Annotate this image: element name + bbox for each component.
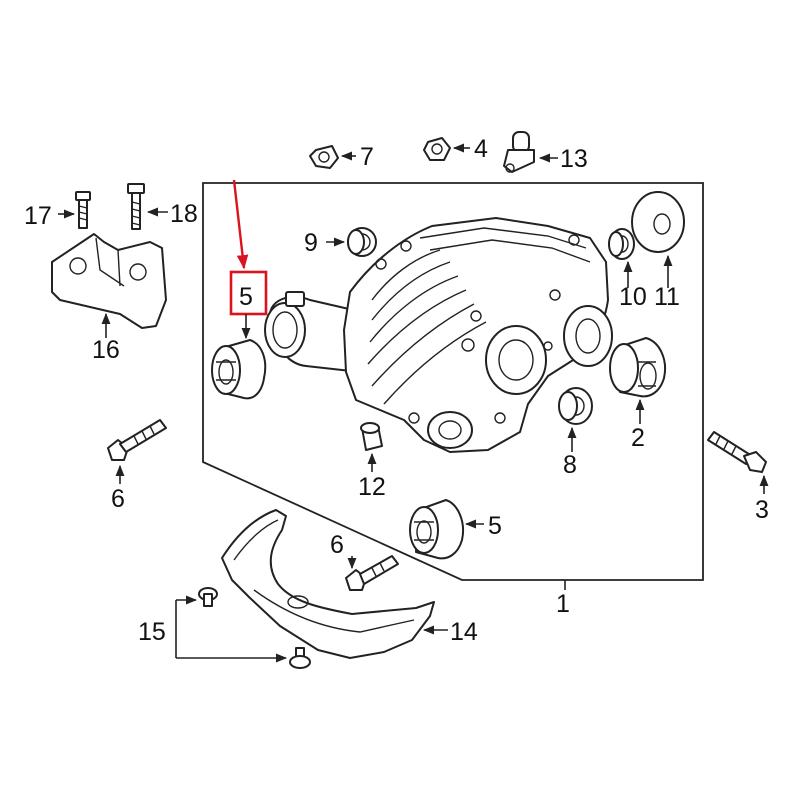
assembly-frame	[202, 182, 704, 581]
callout-11[interactable]: 11	[654, 283, 680, 311]
callout-15[interactable]: 15	[138, 618, 166, 646]
highlight-arrow	[232, 179, 249, 270]
nut-item-7[interactable]	[309, 145, 339, 169]
fastener-item-15-upper[interactable]	[198, 587, 218, 607]
callout-16[interactable]: 16	[92, 336, 120, 364]
seal-item-8[interactable]	[558, 387, 593, 425]
seal-item-10[interactable]	[608, 228, 635, 260]
callout-2[interactable]: 2	[631, 424, 645, 452]
callout-1[interactable]: 1	[556, 590, 570, 618]
callout-14[interactable]: 14	[450, 618, 478, 646]
bolt-item-18[interactable]	[127, 183, 145, 230]
skid-shield-item-14[interactable]	[221, 509, 435, 659]
bolt-item-17[interactable]	[75, 191, 91, 229]
sensor-item-13[interactable]	[503, 131, 535, 173]
bolt-item-3[interactable]	[707, 431, 767, 473]
callout-12[interactable]: 12	[358, 473, 386, 501]
callout-6-left[interactable]: 6	[111, 485, 125, 513]
fastener-item-15-lower[interactable]	[289, 647, 311, 669]
callout-4[interactable]: 4	[474, 135, 488, 163]
seal-item-9[interactable]	[347, 227, 377, 257]
callout-17[interactable]: 17	[24, 202, 52, 230]
bolt-item-6-mid[interactable]	[345, 555, 399, 591]
highlight-box	[229, 270, 268, 316]
plug-item-12[interactable]	[360, 422, 383, 451]
differential-housing	[264, 217, 613, 453]
bracket-item-16[interactable]	[51, 233, 167, 329]
callout-8[interactable]: 8	[563, 451, 577, 479]
bolt-item-6-left[interactable]	[107, 419, 167, 461]
callout-13[interactable]: 13	[560, 145, 588, 173]
callout-3[interactable]: 3	[755, 496, 769, 524]
washer-item-11[interactable]	[631, 191, 685, 253]
callout-5-lower[interactable]: 5	[488, 512, 502, 540]
callout-18[interactable]: 18	[170, 200, 198, 228]
bushing-item-5-left[interactable]	[211, 339, 267, 400]
callout-10[interactable]: 10	[619, 283, 647, 311]
callout-6-mid[interactable]: 6	[330, 531, 344, 559]
callout-5-highlighted[interactable]: 5	[239, 283, 253, 311]
callout-7[interactable]: 7	[360, 143, 374, 171]
bushing-item-5-lower[interactable]	[409, 499, 464, 560]
bushing-item-2[interactable]	[609, 337, 666, 398]
callout-9[interactable]: 9	[304, 229, 318, 257]
nut-item-4[interactable]	[423, 137, 451, 161]
